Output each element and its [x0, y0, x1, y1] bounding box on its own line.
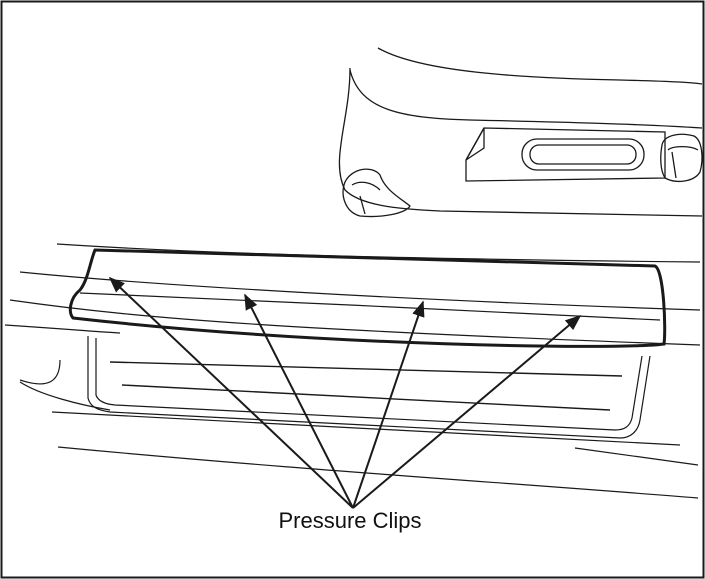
scuff-plate [68, 248, 667, 439]
callout-arrow-3 [352, 300, 425, 509]
callout-arrow-1 [108, 276, 354, 509]
callout-label: Pressure Clips [278, 508, 422, 533]
callout-arrows [108, 276, 582, 509]
seat-assembly [338, 47, 703, 218]
callout-arrow-2 [244, 293, 354, 509]
callout-arrow-4 [352, 314, 582, 509]
body-contour-lines [4, 243, 701, 499]
